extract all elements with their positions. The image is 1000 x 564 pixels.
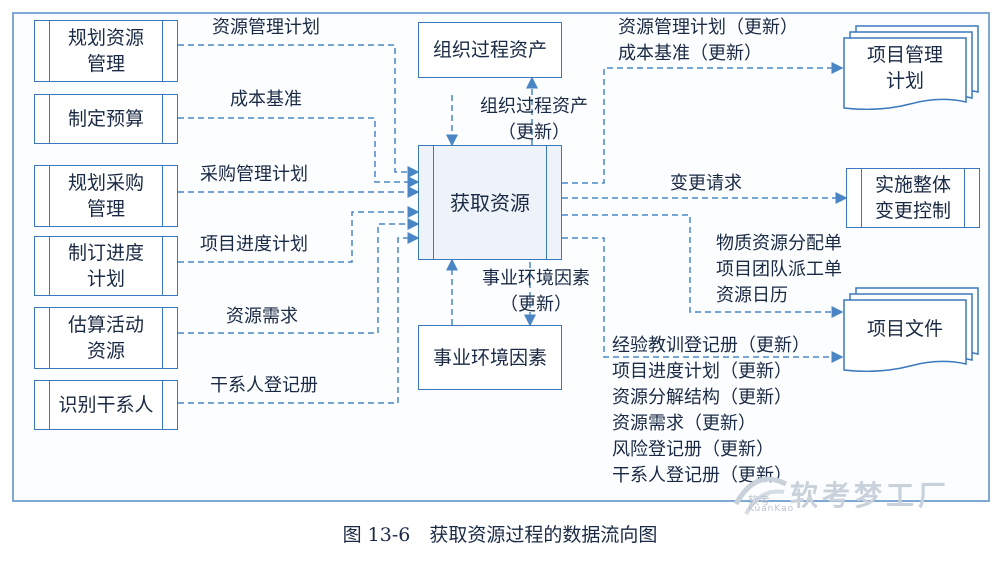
flow-label-schedule-update: 项目进度计划（更新） — [612, 361, 792, 382]
line-out-docs-2 — [562, 237, 844, 363]
flow-label-plan-update-2: 成本基准（更新） — [618, 43, 762, 64]
line-input-5 — [178, 218, 420, 334]
flow-label-resource-req-update: 资源需求（更新） — [612, 413, 756, 434]
project-documents-doc[interactable]: 项目文件 — [842, 286, 980, 373]
flow-label-physical-assignment: 物质资源分配单 — [716, 233, 842, 254]
watermark-main: 软考梦工厂 — [790, 479, 951, 512]
line-out-docs-1 — [562, 214, 844, 318]
center-process-acquire-resources[interactable]: 获取资源 — [418, 145, 562, 260]
stacked-doc-icon — [843, 287, 979, 373]
flow-label-env-factors-update: 事业环境因素 （更新） — [482, 268, 590, 315]
flow-label-change-request: 变更请求 — [670, 173, 742, 194]
line-input-2 — [178, 117, 420, 188]
stacked-doc-icon — [843, 25, 979, 111]
project-plan-doc[interactable]: 项目管理 计划 — [842, 24, 980, 111]
flow-label-rbs-update: 资源分解结构（更新） — [612, 387, 792, 408]
input-box-identify-stakeholders[interactable]: 识别干系人 — [34, 380, 178, 430]
flow-label-resource-calendar: 资源日历 — [716, 285, 788, 306]
flow-label-stakeholder-update: 干系人登记册（更新） — [612, 465, 792, 486]
flow-label-org-assets-update: 组织过程资产 （更新） — [480, 96, 588, 143]
figure-caption: 图 13-6 获取资源过程的数据流向图 — [342, 524, 658, 546]
flow-label-cost-baseline: 成本基准 — [230, 89, 302, 110]
enterprise-env-factors-box[interactable]: 事业环境因素 — [418, 325, 562, 390]
project-plan-label: 项目管理 计划 — [866, 44, 943, 92]
flow-label-team-assignment: 项目团队派工单 — [716, 259, 842, 280]
flow-label-resource-req: 资源需求 — [226, 306, 298, 327]
input-box-plan-resource[interactable]: 规划资源 管理 — [34, 20, 178, 82]
flow-label-resource-plan: 资源管理计划 — [212, 17, 320, 38]
flow-label-lessons-learned: 经验教训登记册（更新） — [612, 335, 810, 356]
watermark-sub: KuanKao — [748, 504, 795, 514]
flow-label-procurement-plan: 采购管理计划 — [200, 164, 308, 185]
watermark-small: 软考 — [748, 494, 770, 507]
change-control-box[interactable]: 实施整体 变更控制 — [846, 168, 980, 228]
flow-label-plan-update-1: 资源管理计划（更新） — [618, 17, 798, 38]
watermark: 软考 软考梦工厂 KuanKao — [730, 470, 980, 520]
org-process-assets-box[interactable]: 组织过程资产 — [418, 22, 562, 78]
watermark-logo-icon — [733, 476, 788, 515]
line-out-plan — [562, 62, 844, 184]
input-box-plan-procurement[interactable]: 规划采购 管理 — [34, 165, 178, 227]
flow-label-risk-register-update: 风险登记册（更新） — [612, 439, 774, 460]
flow-label-stakeholder-register: 干系人登记册 — [210, 375, 318, 396]
line-input-6 — [178, 232, 420, 404]
project-documents-label: 项目文件 — [866, 318, 943, 340]
input-box-schedule[interactable]: 制订进度 计划 — [34, 236, 178, 296]
input-box-budget[interactable]: 制定预算 — [34, 94, 178, 144]
line-input-1 — [178, 44, 420, 178]
input-box-estimate-resources[interactable]: 估算活动 资源 — [34, 307, 178, 369]
flow-label-schedule: 项目进度计划 — [200, 234, 308, 255]
